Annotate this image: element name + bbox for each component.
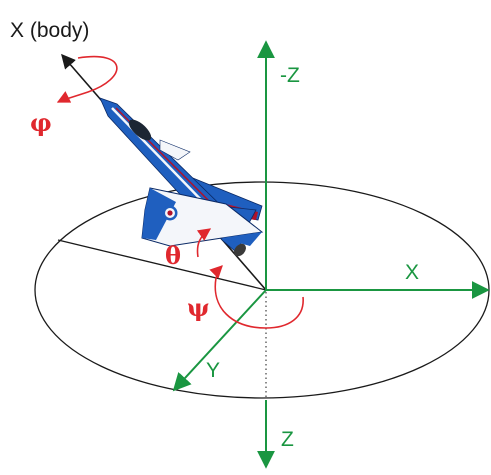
- phi-roll-arrow: [56, 55, 118, 103]
- neg-z-axis-label: -Z: [280, 64, 300, 87]
- y-axis-label: Y: [206, 359, 220, 382]
- z-axis-label: Z: [281, 428, 294, 451]
- body-x-axis-label: X (body): [10, 19, 89, 42]
- x-axis-label: X: [405, 261, 419, 284]
- aircraft-icon: [99, 97, 264, 257]
- y-axis: [172, 289, 267, 392]
- theta-label: θ: [165, 241, 181, 270]
- phi-label: φ: [30, 108, 52, 137]
- psi-label: ψ: [187, 293, 210, 322]
- heading-projection-line: [57, 239, 267, 291]
- theta-pitch-arc: [196, 228, 212, 258]
- psi-yaw-arc: [209, 265, 304, 329]
